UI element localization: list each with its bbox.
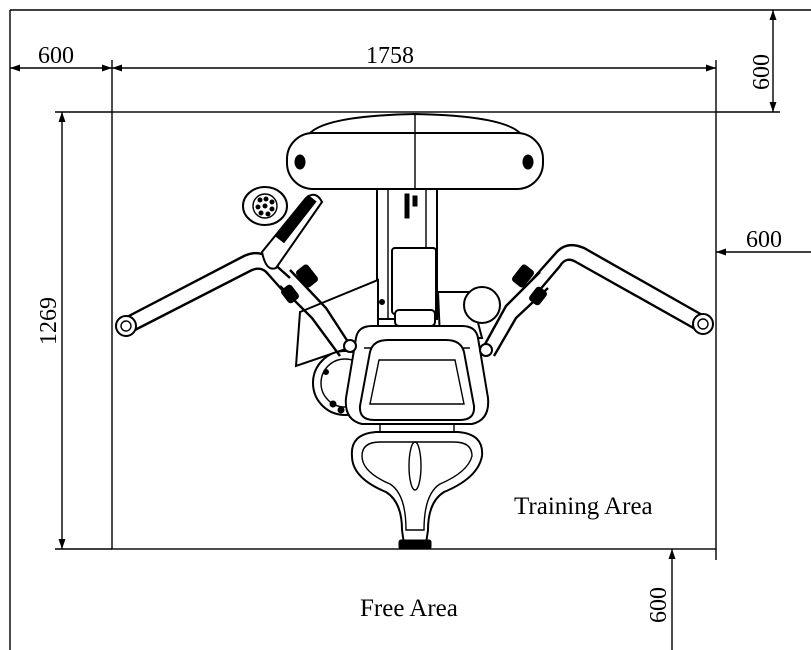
left-swing-arm (279, 264, 357, 357)
dim-right-margin-label: 600 (746, 227, 782, 253)
dim-left-margin-label: 600 (38, 43, 74, 69)
free-area-label: Free Area (360, 595, 458, 622)
dim-total-width-label: 1758 (366, 43, 414, 69)
right-arm (529, 243, 714, 335)
dim-left-margin: 600 (10, 43, 112, 72)
seat-cushion (358, 339, 476, 432)
dim-bottom-margin-label: 600 (646, 587, 672, 623)
dim-height: 1269 (36, 112, 66, 549)
training-area-label: Training Area (514, 493, 653, 520)
back-pad (286, 112, 544, 190)
central-column (376, 188, 438, 327)
left-arm (115, 251, 291, 337)
dim-right-margin: 600 (716, 227, 811, 256)
machine-top-view (115, 112, 714, 550)
dim-bottom-margin: 600 (646, 549, 676, 650)
adjustment-knob (242, 186, 324, 270)
dim-total-width: 1758 (112, 43, 716, 72)
free-area-boundary (9, 9, 811, 650)
foot-rest (350, 431, 484, 550)
right-swing-arm (463, 264, 549, 357)
dim-height-label: 1269 (36, 297, 62, 345)
dim-top-margin-label: 600 (749, 54, 775, 90)
dim-top-margin: 600 (749, 9, 777, 112)
